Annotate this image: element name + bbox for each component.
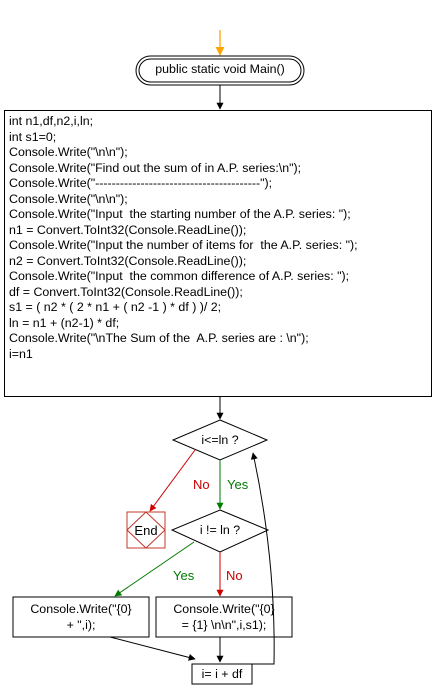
code-line: n2 = Convert.ToInt32(Console.ReadLine())… [9,253,247,268]
end-label: End [134,523,158,538]
code-line: Console.Write("Input the number of items… [9,238,358,252]
code-line: df = Convert.ToInt32(Console.ReadLine())… [9,284,243,299]
end-box-diag-2 [145,511,166,531]
code-line: i=n1 [9,346,33,361]
code-line: Console.Write("\n\n"); [9,145,128,159]
decision-loop-yes-label: Yes [227,477,249,492]
end-box-diag-3 [145,529,166,549]
box-no-line1: Console.Write("{0} [173,602,275,616]
end-box [126,511,166,549]
code-line: n1 = Convert.ToInt32(Console.ReadLine())… [9,222,247,237]
increment-label: i= i + df [201,667,243,681]
box-yes-line1: Console.Write("{0} [30,602,132,616]
box-yes [12,596,150,638]
code-line: s1 = ( n2 * ( 2 * n1 + ( n2 -1 ) * df ) … [9,300,222,314]
end-box-diag-1 [126,511,147,531]
arrow-yes-to-increment [109,636,196,661]
decision-loop-label: i<=ln ? [201,433,239,447]
code-line: Console.Write("\nThe Sum of the A.P. ser… [9,331,309,345]
code-line: int s1=0; [9,129,57,144]
code-line: int n1,df,n2,i,ln; [9,114,94,128]
decision-last-label: i != ln ? [199,523,241,537]
code-line: ln = n1 + (n2-1) * df; [9,315,120,330]
main-code-block: int n1,df,n2,i,ln; int s1=0; Console.Wri… [4,110,432,397]
end-box-diag-4 [126,529,147,549]
box-no [155,596,293,638]
decision-last-yes-label: Yes [173,568,195,583]
code-line: Console.Write("\n\n"); [9,191,128,206]
start-label: public static void Main() [155,62,285,76]
increment-box [191,663,253,685]
box-yes-line2: + ",i); [66,618,96,632]
code-line: Console.Write("Input the starting number… [9,207,351,221]
loop-back-arrow [250,452,275,665]
decision-last-no-label: No [226,568,243,583]
code-line: Console.Write("-------------------------… [9,176,273,190]
start-oval-inner [138,58,302,83]
code-line: Console.Write("Input the common differen… [9,269,350,283]
decision-loop-no-label: No [193,477,210,492]
arrow-last-yes [114,541,195,597]
arrow-loop-no [149,449,196,512]
box-no-line2: = {1} \n\n",i,s1); [181,618,267,632]
code-line: Console.Write("Find out the sum of in A.… [9,160,302,175]
